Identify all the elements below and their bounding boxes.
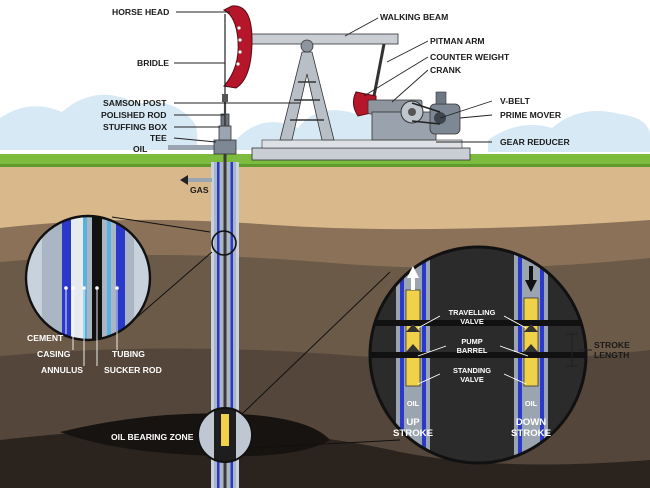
label-oil: OIL xyxy=(133,144,147,154)
pump-detail-cross-section xyxy=(370,247,586,463)
label-travelling-valve-2: VALVE xyxy=(460,317,484,326)
stroke-length-bracket xyxy=(566,333,592,367)
label-horse-head: HORSE HEAD xyxy=(112,7,169,17)
label-tubing: TUBING xyxy=(112,349,145,359)
cloud-left xyxy=(0,94,198,150)
label-sucker-rod: SUCKER ROD xyxy=(104,365,162,375)
label-cement: CEMENT xyxy=(27,333,64,343)
label-counter-weight: COUNTER WEIGHT xyxy=(430,52,510,62)
arrow-down-icon xyxy=(525,280,537,292)
gas-arrow-icon xyxy=(180,175,188,185)
label-casing: CASING xyxy=(37,349,71,359)
label-gas: GAS xyxy=(190,185,209,195)
cloud-right xyxy=(488,111,650,152)
label-pump-barrel-2: BARREL xyxy=(457,346,488,355)
label-up-stroke-1: UP xyxy=(406,417,420,428)
label-samson-post: SAMSON POST xyxy=(103,98,167,108)
label-stuffing-box: STUFFING BOX xyxy=(103,122,167,132)
label-gear-reducer: GEAR REDUCER xyxy=(500,137,571,147)
casing-cross-section xyxy=(26,216,150,340)
label-oil-left: OIL xyxy=(407,399,420,408)
label-standing-valve-2: VALVE xyxy=(460,375,484,384)
label-stroke-length-1: STROKE xyxy=(594,340,630,350)
oil-pool xyxy=(60,413,330,457)
magnifier-callout-icon xyxy=(211,230,237,256)
arrow-up-icon xyxy=(407,266,419,278)
pump-jack-icon xyxy=(222,5,471,161)
label-standing-valve-1: STANDING xyxy=(453,366,491,375)
label-prime-mover: PRIME MOVER xyxy=(500,110,562,120)
label-annulus: ANNULUS xyxy=(41,365,83,375)
label-v-belt: V-BELT xyxy=(500,96,531,106)
label-bridle: BRIDLE xyxy=(137,58,169,68)
check-valve-icon xyxy=(406,344,420,352)
label-travelling-valve-1: TRAVELLING xyxy=(449,308,496,317)
label-pump-barrel-1: PUMP xyxy=(461,337,482,346)
label-pitman-arm: PITMAN ARM xyxy=(430,36,485,46)
label-polished-rod: POLISHED ROD xyxy=(101,110,166,120)
label-crank: CRANK xyxy=(430,65,462,75)
label-oil-right: OIL xyxy=(525,399,538,408)
label-stroke-length-2: LENGTH xyxy=(594,350,629,360)
label-oil-bearing-zone: OIL BEARING ZONE xyxy=(111,432,194,442)
label-down-stroke-1: DOWN xyxy=(516,417,546,428)
label-up-stroke-2: STROKE xyxy=(393,428,434,439)
label-walking-beam: WALKING BEAM xyxy=(380,12,448,22)
oil-zone-pump-close xyxy=(198,408,252,462)
label-tee: TEE xyxy=(150,133,167,143)
label-down-stroke-2: STROKE xyxy=(511,428,552,439)
